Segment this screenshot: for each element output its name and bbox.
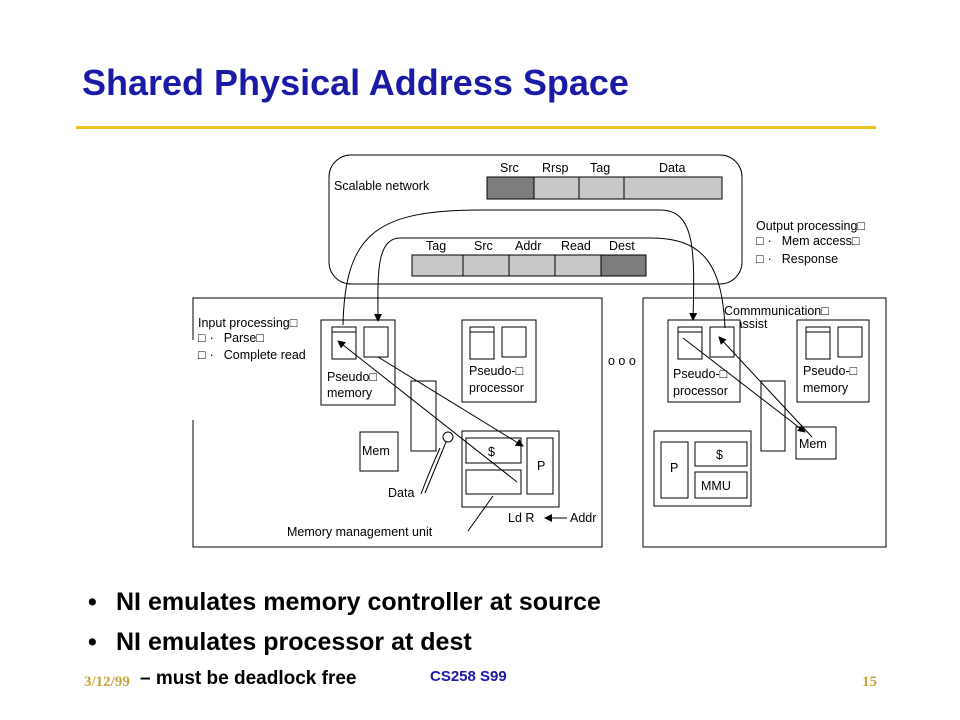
svg-text:$: $: [716, 448, 723, 462]
bottom-packet-header-read: Read: [561, 239, 591, 253]
left-node-frame: [192, 297, 603, 548]
right-pseudo-memory: Pseudo-□ memory: [796, 319, 870, 403]
right-mem: Mem: [795, 426, 837, 460]
sub-bullet: – must be deadlock free: [140, 668, 357, 689]
output-processing-label: Output processing□ □·Mem access□ □·Respo…: [756, 219, 865, 266]
top-packet-header-rrsp: Rrsp: [542, 161, 568, 175]
top-packet: [486, 176, 723, 200]
svg-text:Pseudo-□: Pseudo-□: [803, 364, 858, 378]
right-pseudo-processor: Pseudo-□ processor: [667, 319, 741, 403]
svg-text:Pseudo-□: Pseudo-□: [673, 367, 728, 381]
svg-text:processor: processor: [673, 384, 728, 398]
data-label: Data: [388, 486, 414, 500]
svg-text:$: $: [488, 445, 495, 459]
bullet-item: •NI emulates memory controller at source: [88, 588, 601, 616]
left-mem: Mem: [359, 431, 399, 472]
title-underline: [76, 126, 876, 129]
bottom-packet: [411, 254, 647, 277]
right-bus: [760, 380, 786, 452]
bottom-packet-header-addr: Addr: [515, 239, 541, 253]
flow-arrows: [337, 336, 813, 483]
svg-text:□·Mem access□: □·Mem access□: [756, 234, 860, 248]
page-number: 15: [862, 674, 877, 690]
left-bus: [410, 380, 437, 452]
svg-text:memory: memory: [803, 381, 849, 395]
top-packet-header-tag: Tag: [590, 161, 610, 175]
svg-text:Output processing□: Output processing□: [756, 219, 865, 233]
mmu-label: Memory management unit: [287, 525, 433, 539]
svg-text:Pseudo□: Pseudo□: [327, 370, 377, 384]
slide-title: Shared Physical Address Space: [82, 62, 629, 103]
svg-text:Input processing□: Input processing□: [198, 316, 298, 330]
svg-text:□·Parse□: □·Parse□: [198, 331, 264, 345]
bullet-list: •NI emulates memory controller at source…: [88, 582, 601, 662]
svg-text:Commmunication□: Commmunication□: [724, 304, 829, 318]
top-packet-header-data: Data: [659, 161, 685, 175]
svg-text:Pseudo-□: Pseudo-□: [469, 364, 524, 378]
ellipsis: o o o: [608, 354, 636, 368]
ldr-label: Ld R: [508, 511, 534, 525]
network-label: Scalable network: [334, 179, 430, 193]
network-arrows: [342, 209, 726, 329]
left-snoop-point: [442, 431, 454, 443]
svg-text:Mem: Mem: [362, 444, 390, 458]
svg-text:P: P: [537, 459, 545, 473]
bottom-packet-header-dest: Dest: [609, 239, 635, 253]
bottom-packet-header-src: Src: [474, 239, 493, 253]
left-pseudo-processor: Pseudo-□ processor: [461, 319, 537, 403]
svg-text:Mem: Mem: [799, 437, 827, 451]
left-pseudo-memory: Pseudo□ memory: [320, 319, 396, 406]
footer-date: 3/12/99: [84, 674, 130, 690]
left-processor-block: $ P: [461, 430, 560, 508]
footer-course: CS258 S99: [430, 668, 507, 685]
right-processor-block: P $ MMU: [653, 430, 752, 507]
svg-text:□·Response: □·Response: [756, 252, 838, 266]
top-packet-header-src: Src: [500, 161, 519, 175]
right-node-frame: [642, 297, 887, 548]
bottom-packet-header-tag: Tag: [426, 239, 446, 253]
svg-text:MMU: MMU: [701, 479, 731, 493]
left-pointer-lines: [420, 441, 567, 532]
input-processing-label: Input processing□ □·Parse□ □·Complete re…: [198, 316, 306, 362]
svg-text:□·Complete read: □·Complete read: [198, 348, 306, 362]
svg-text:processor: processor: [469, 381, 524, 395]
svg-text:P: P: [670, 461, 678, 475]
bullet-item: •NI emulates processor at dest: [88, 628, 472, 656]
addr-label: Addr: [570, 511, 596, 525]
svg-text:memory: memory: [327, 386, 373, 400]
